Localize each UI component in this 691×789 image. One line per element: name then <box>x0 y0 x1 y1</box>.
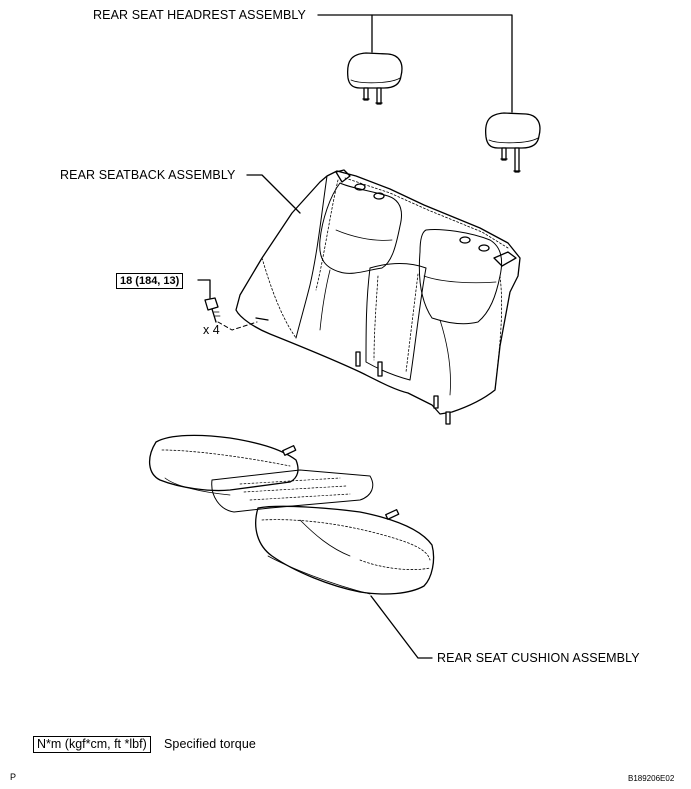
rear-seatback <box>235 169 521 425</box>
page-marker: P <box>10 772 17 782</box>
cushion-leader-line <box>370 595 433 659</box>
bolt-icon <box>204 297 221 323</box>
legend-description: Specified torque <box>164 737 256 751</box>
legend-torque-box: N*m (kgf*cm, ft *lbf) <box>33 736 151 753</box>
torque-spec-box: 18 (184, 13) <box>116 273 184 289</box>
seatback-label: REAR SEATBACK ASSEMBLY <box>60 168 236 182</box>
bolt-quantity: x 4 <box>203 323 220 337</box>
figure-id: B189206E02 <box>628 774 675 783</box>
torque-leader-lines <box>197 279 258 331</box>
headrest-leader-lines <box>317 14 513 113</box>
headrest-2 <box>484 112 541 173</box>
cushion-label: REAR SEAT CUSHION ASSEMBLY <box>437 651 640 665</box>
seatback-leader-line <box>246 174 301 214</box>
headrest-label: REAR SEAT HEADREST ASSEMBLY <box>93 8 306 22</box>
headrest-1 <box>346 52 403 105</box>
rear-seat-cushion <box>149 434 435 595</box>
